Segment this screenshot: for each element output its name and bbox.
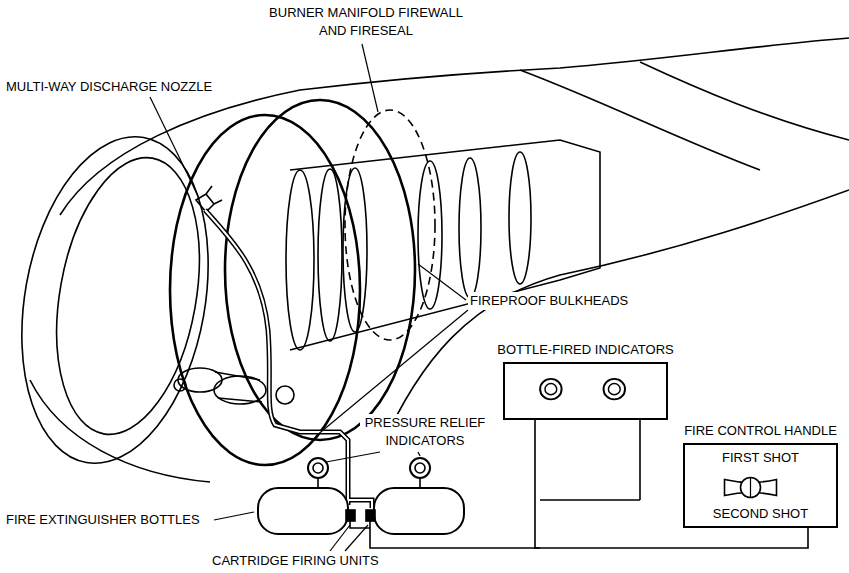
indicator-lamp	[540, 379, 561, 399]
indicator-post	[540, 420, 640, 500]
indicator-lamp	[545, 384, 557, 395]
indicator-stem	[318, 478, 420, 488]
indicator-lamp	[608, 384, 620, 395]
callout-label: BURNER MANIFOLD FIREWALL AND FIRESEAL	[266, 4, 466, 40]
cartridge-unit	[346, 510, 355, 521]
bulkhead	[170, 115, 360, 465]
firing-wire	[350, 521, 540, 548]
engine-core	[290, 140, 600, 350]
control-wire	[535, 420, 808, 548]
box-heading: BOTTLE-FIRED INDICATORS	[497, 342, 673, 358]
cowl-line	[30, 380, 210, 482]
discharge-pipe	[205, 210, 372, 508]
cowl-line	[520, 70, 760, 170]
engine-core	[509, 152, 531, 284]
cartridge-unit	[366, 510, 375, 521]
callout-label: PRESSURE RELIEF INDICATORS	[360, 414, 490, 450]
extinguisher-bottle	[258, 488, 348, 534]
engine-core	[286, 170, 314, 350]
indicator-lamps	[505, 364, 666, 418]
extinguisher-bottle	[374, 488, 464, 534]
indicator-lamp	[604, 379, 625, 399]
intake-lip	[0, 122, 232, 478]
callout-label: FIRE EXTINGUISHER BOTTLES	[4, 511, 202, 529]
cowl-line	[380, 190, 849, 450]
control-handle-box: FIRE CONTROL HANDLEFIRST SHOTSECOND SHOT	[683, 443, 838, 528]
cowl-line	[60, 38, 849, 215]
pressure-relief-indicator	[415, 463, 425, 473]
pressure-relief-indicator	[410, 458, 430, 478]
callout-label: FIREPROOF BULKHEADS	[468, 292, 630, 310]
handle-pointer	[750, 478, 751, 498]
callout-label: CARTRIDGE FIRING UNITS	[210, 553, 381, 569]
discharge-nozzle	[196, 186, 222, 212]
engine-core	[418, 161, 442, 309]
engine-core	[459, 158, 481, 298]
pressure-relief-indicator	[308, 458, 328, 478]
handle-hub	[741, 478, 761, 498]
pressure-relief-indicator	[313, 463, 323, 473]
switch-position: FIRST SHOT	[685, 450, 836, 466]
accessories	[174, 368, 294, 404]
leader-lines	[150, 44, 468, 551]
cowl-line	[640, 62, 849, 140]
switch-position: SECOND SHOT	[685, 506, 836, 522]
engine-core	[318, 169, 342, 341]
discharge-pipe	[205, 210, 372, 508]
callout-label: MULTI-WAY DISCHARGE NOZZLE	[4, 78, 214, 96]
indicator-panel: BOTTLE-FIRED INDICATORS	[503, 362, 668, 420]
box-heading: FIRE CONTROL HANDLE	[684, 423, 837, 439]
